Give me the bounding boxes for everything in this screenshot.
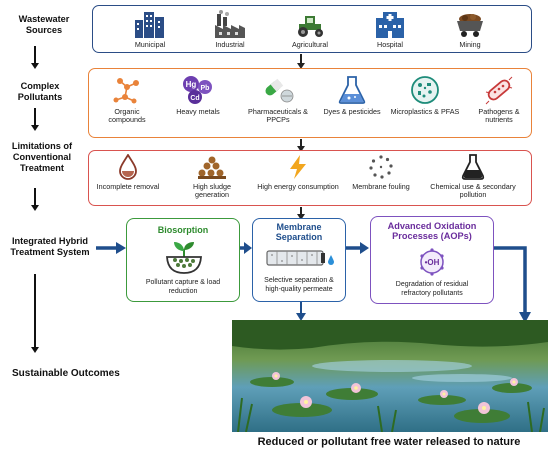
membrane-module-icon xyxy=(266,250,334,266)
sludge-pile-icon xyxy=(198,156,226,179)
stage-label-outcomes: Sustainable Outcomes xyxy=(12,368,120,379)
ion-label: Cd xyxy=(190,95,199,102)
stage-arrow-3 xyxy=(31,188,39,211)
treatment-biosorption: Biosorption Pollutant capture & load red… xyxy=(126,218,240,302)
ion-label: Hg xyxy=(186,80,197,89)
limitation-label: Chemical use & secondary pollution xyxy=(430,182,516,200)
treatment-membrane: Membrane Separation Selective separation… xyxy=(252,218,346,302)
limitation-sludge: High sludge generation xyxy=(177,154,247,199)
stage-label-limitations: Limitations of Conventional Treatment xyxy=(11,141,73,173)
flow-arrow-membrane-to-nature xyxy=(296,302,306,321)
outcome-caption: Reduced or pollutant free water released… xyxy=(257,436,521,448)
pollutant-label: Microplastics & PFAS xyxy=(390,107,460,116)
source-mining: Mining xyxy=(439,10,501,49)
metal-ions-icon: Hg Pb Cd xyxy=(183,76,212,104)
limitations-panel: Incomplete removal High sludge generatio… xyxy=(88,150,532,206)
flow-arrow-bio-to-membrane xyxy=(240,242,252,254)
source-hospital: Hospital xyxy=(359,10,421,49)
treatment-desc: Selective separation & high-quality perm… xyxy=(264,277,334,293)
fouling-ring-icon xyxy=(369,155,393,179)
plant-bowl-icon xyxy=(166,242,202,274)
treatment-desc: Degradation of residual refractory pollu… xyxy=(395,281,469,297)
limitation-label: Membrane fouling xyxy=(352,182,410,191)
stage-arrow-2 xyxy=(31,108,39,131)
flow-arrow-membrane-to-aop xyxy=(346,242,369,254)
pollutant-pathogens: Pathogens & nutrients xyxy=(467,75,531,124)
treatment-title: Membrane Separation xyxy=(275,222,323,242)
bacteria-icon xyxy=(485,76,513,105)
limitation-energy: High energy consumption xyxy=(257,154,339,191)
hospital-icon xyxy=(376,12,404,38)
flow-arrow-limitations xyxy=(297,207,305,220)
treatment-title: Biosorption xyxy=(157,225,209,235)
source-label: Mining xyxy=(459,40,481,49)
pollutant-label: Heavy metals xyxy=(176,107,220,116)
pollutant-dyes: Dyes & pesticides xyxy=(323,75,381,116)
molecule-icon xyxy=(113,78,139,104)
stage-label-integrated: Integrated Hybrid Treatment System xyxy=(10,236,90,257)
mine-cart-icon xyxy=(457,14,483,37)
pollutant-label: Organic compounds xyxy=(108,107,146,125)
pollutant-label: Dyes & pesticides xyxy=(323,107,381,116)
pills-icon xyxy=(265,78,294,103)
stage-label-sources: Wastewater Sources xyxy=(18,14,70,35)
tractor-icon xyxy=(298,16,323,37)
flow-arrow-into-biosorption xyxy=(96,242,126,254)
limitation-label: High energy consumption xyxy=(257,182,339,191)
source-label: Hospital xyxy=(377,40,403,49)
pollutant-microplastics: Microplastics & PFAS xyxy=(387,75,463,116)
source-agricultural: Agricultural xyxy=(279,10,341,49)
radical-label: •OH xyxy=(425,258,440,267)
limitation-label: High sludge generation xyxy=(193,182,231,200)
source-label: Industrial xyxy=(215,40,245,49)
factory-icon xyxy=(215,10,245,38)
pollutants-panel: Organic compounds Hg Pb Cd Heavy metals … xyxy=(88,68,532,138)
lightning-icon xyxy=(290,155,306,179)
hydroxyl-radical-icon: •OH xyxy=(420,248,444,276)
microplastics-icon xyxy=(411,76,439,104)
pollutant-organic: Organic compounds xyxy=(101,75,153,124)
stage-arrow-1 xyxy=(31,46,39,69)
limitation-label: Incomplete removal xyxy=(96,182,160,191)
limitation-chemical: Chemical use & secondary pollution xyxy=(421,154,525,199)
flask-icon xyxy=(338,76,366,104)
city-buildings-icon xyxy=(135,12,164,38)
pollutant-label: Pharmaceuticals & PPCPs xyxy=(248,107,308,125)
source-label: Municipal xyxy=(134,40,166,49)
pollutant-pharmaceuticals: Pharmaceuticals & PPCPs xyxy=(237,75,319,124)
treatment-desc: Pollutant capture & load reduction xyxy=(145,279,221,295)
chemical-flask-icon xyxy=(461,154,485,180)
stage-arrow-4 xyxy=(31,274,39,353)
flow-arrow-pollutants xyxy=(297,139,305,152)
flow-arrow-aop-to-nature xyxy=(494,246,531,323)
treatment-aop: Advanced Oxidation Processes (AOPs) •OH … xyxy=(370,216,494,304)
source-label: Agricultural xyxy=(292,40,328,49)
ion-label: Pb xyxy=(201,85,210,92)
flow-arrow-sources xyxy=(297,54,305,69)
nature-water-image xyxy=(232,320,548,432)
pollutant-heavy-metals: Hg Pb Cd Heavy metals xyxy=(173,75,223,116)
source-industrial: Industrial xyxy=(199,10,261,49)
stage-label-pollutants: Complex Pollutants xyxy=(17,81,63,102)
source-municipal: Municipal xyxy=(119,10,181,49)
treatment-title: Advanced Oxidation Processes (AOPs) xyxy=(387,221,477,241)
limitation-incomplete-removal: Incomplete removal xyxy=(95,154,161,191)
sources-panel: Municipal Industrial Agricultural Hospit… xyxy=(92,5,532,53)
droplet-icon xyxy=(119,154,137,180)
pollutant-label: Pathogens & nutrients xyxy=(478,107,520,125)
limitation-fouling: Membrane fouling xyxy=(351,154,411,191)
